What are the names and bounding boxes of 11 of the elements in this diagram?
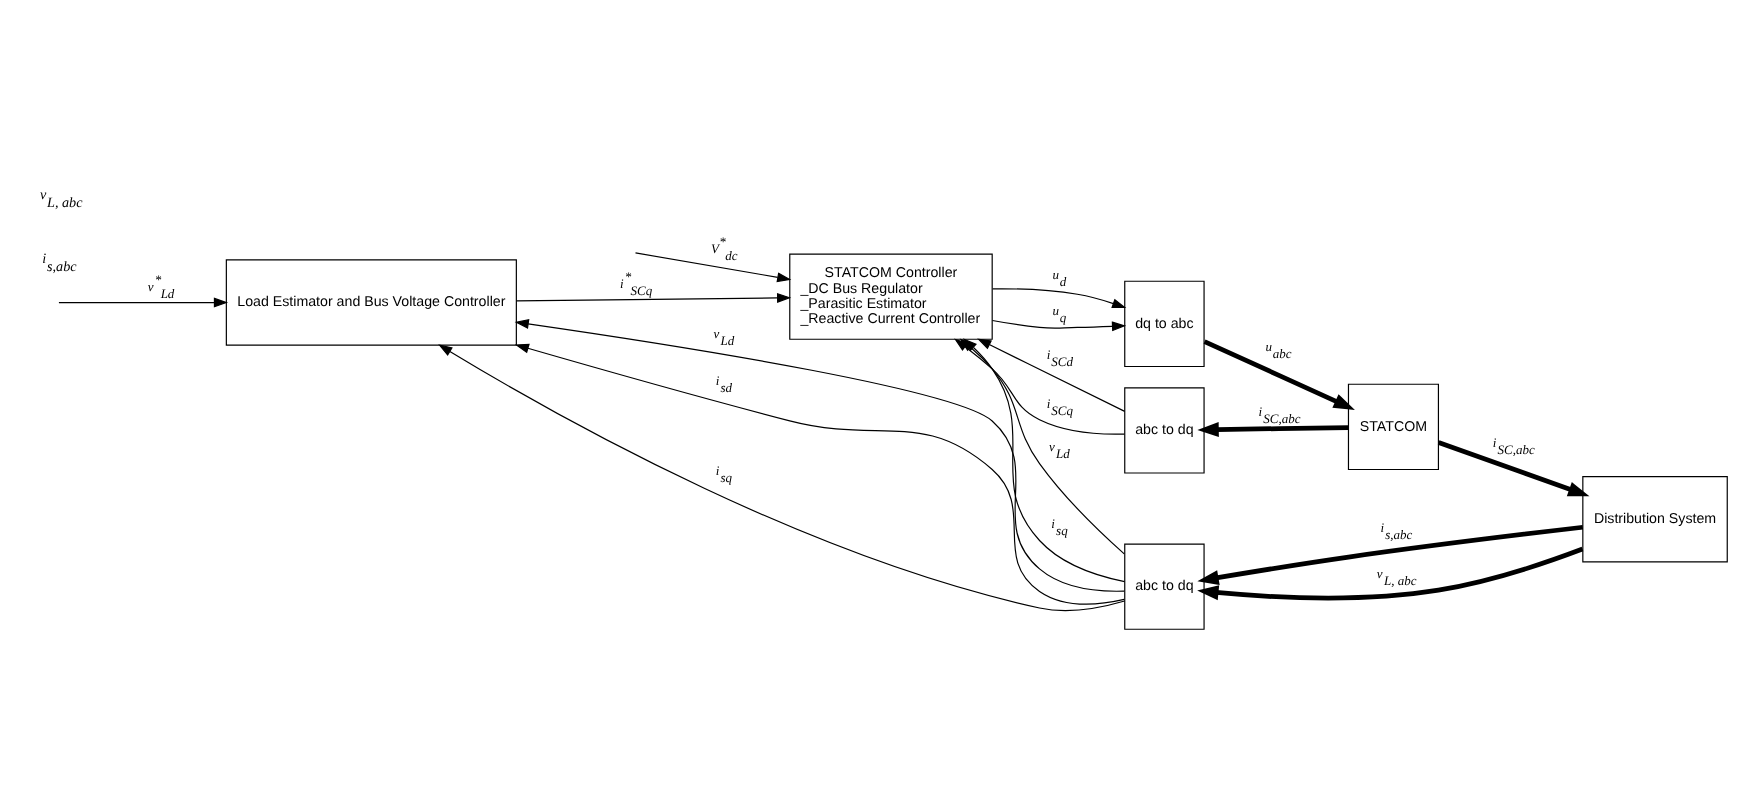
arrow: [992, 287, 1127, 308]
arrow: [58, 296, 229, 307]
arrow: [977, 337, 1126, 411]
arrow: [991, 318, 1127, 331]
arrow: [634, 251, 792, 282]
arrow: [1437, 439, 1590, 496]
arrow: [1197, 545, 1584, 600]
arrow: [1197, 421, 1349, 437]
arrow: [516, 291, 792, 302]
arrow: [1197, 523, 1584, 584]
arrow: [1203, 338, 1355, 409]
